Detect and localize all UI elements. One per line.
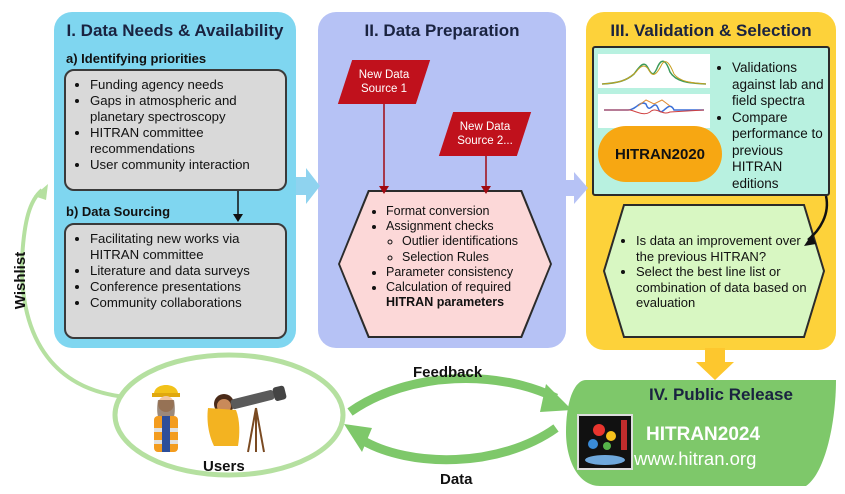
- priorities-box: Funding agency needs Gaps in atmospheric…: [64, 69, 287, 191]
- preparation-steps-hexagon: Format conversion Assignment checks Outl…: [338, 190, 552, 338]
- hitran2020-text: HITRAN2020: [614, 145, 706, 163]
- new-data-source-2-label: New Data Source 2...: [457, 121, 513, 147]
- users-label: Users: [203, 458, 245, 475]
- feedback-label: Feedback: [413, 364, 483, 381]
- prep-step-label: Calculation of required: [386, 280, 512, 295]
- panel-data-needs-title: I. Data Needs & Availability: [66, 21, 284, 40]
- prep-substep: Selection Rules: [402, 250, 518, 265]
- validation-item: Compare performance to previous HITRAN e…: [732, 110, 830, 193]
- new-data-source-2: New Data Source 2...: [438, 112, 532, 156]
- question-item: Is data an improvement over the previous…: [636, 233, 810, 264]
- hitran-url[interactable]: www.hitran.org: [634, 448, 757, 469]
- validation-items: Validations against lab and field spectr…: [718, 60, 830, 192]
- new-data-source-1-label: New Data Source 1: [358, 69, 410, 95]
- sourcing-item: Literature and data surveys: [90, 263, 279, 279]
- panel-public-release-title: IV. Public Release: [649, 385, 793, 404]
- panel-data-preparation-title: II. Data Preparation: [364, 21, 520, 40]
- wishlist-label: Wishlist: [12, 251, 30, 310]
- hitran2024-name: HITRAN2024: [646, 424, 761, 445]
- sourcing-item: Facilitating new works via HITRAN commit…: [90, 231, 279, 263]
- prep-step-label: Assignment checks: [386, 219, 494, 234]
- data-label: Data: [440, 471, 473, 488]
- sourcing-item: Conference presentations: [90, 279, 279, 295]
- prep-step: Format conversion: [386, 204, 518, 219]
- sourcing-box: Facilitating new works via HITRAN commit…: [64, 223, 287, 339]
- questions-hexagon: [602, 204, 826, 338]
- new-data-source-1: New Data Source 1: [337, 60, 431, 104]
- spectra-plot-icon: [598, 54, 710, 128]
- priority-item: Funding agency needs: [90, 77, 279, 93]
- question-item: Select the best line list or combination…: [636, 264, 810, 311]
- questions-list: Is data an improvement over the previous…: [620, 233, 810, 311]
- priority-item: User community interaction: [90, 157, 279, 173]
- prep-step: Parameter consistency: [386, 265, 518, 280]
- priority-item: Gaps in atmospheric and planetary spectr…: [90, 93, 279, 125]
- prep-substep: Outlier identifications: [402, 234, 518, 249]
- prep-step-bold: HITRAN parameters: [386, 295, 505, 310]
- prep-step: Assignment checks Outlier identification…: [386, 219, 518, 265]
- hitran-logo: [577, 414, 633, 470]
- hitran2020-label: HITRAN2020: [598, 126, 722, 182]
- priority-item: HITRAN committee recommendations: [90, 125, 279, 157]
- sourcing-item: Community collaborations: [90, 295, 279, 311]
- validation-item: Validations against lab and field spectr…: [732, 60, 830, 110]
- subheading-identifying-priorities: a) Identifying priorities: [66, 51, 207, 66]
- panel-validation-title: III. Validation & Selection: [610, 21, 812, 40]
- subheading-data-sourcing: b) Data Sourcing: [66, 204, 171, 219]
- users-illustration: [152, 385, 287, 453]
